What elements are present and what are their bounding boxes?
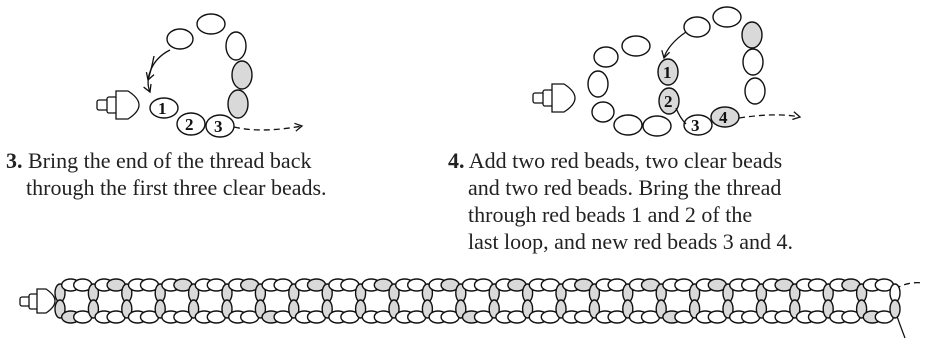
bead-clear bbox=[176, 112, 206, 136]
step3-line-2: through the first three clear beads. bbox=[26, 175, 327, 200]
bead-clear bbox=[196, 13, 226, 35]
bead-label-1: 1 bbox=[158, 99, 167, 118]
step4-diagram: 1 2 3 4 bbox=[532, 6, 802, 137]
bead-clear bbox=[149, 97, 179, 119]
clasp-icon bbox=[96, 90, 140, 120]
thread-dashed-arrow bbox=[738, 111, 802, 121]
clasp-icon bbox=[19, 288, 56, 314]
bead-red bbox=[741, 21, 763, 49]
bead-red bbox=[710, 106, 740, 128]
step4-line-2: and two red beads. Bring the thread bbox=[468, 175, 782, 200]
bead-clear bbox=[593, 46, 619, 68]
bead-clear bbox=[591, 101, 615, 123]
bead-label-2: 2 bbox=[185, 115, 194, 134]
bead-clear bbox=[683, 114, 713, 136]
clasp-icon bbox=[532, 83, 576, 113]
step3-line-1: Bring the end of the thread back bbox=[28, 148, 312, 173]
bead-clear bbox=[225, 31, 247, 61]
bead-clear bbox=[166, 28, 194, 50]
bead-label-4: 4 bbox=[719, 108, 728, 127]
bead-clear bbox=[205, 114, 235, 138]
bead-clear bbox=[613, 114, 643, 136]
thread-arrow bbox=[143, 49, 171, 94]
bracelet-chain bbox=[19, 278, 923, 339]
step4-instruction: 4. Add two red beads, two clear beads an… bbox=[448, 147, 793, 255]
step4-line-4: last loop, and new red beads 3 and 4. bbox=[468, 229, 794, 254]
bead-red bbox=[889, 299, 901, 319]
step4-line-1: Add two red beads, two clear beads bbox=[468, 148, 783, 173]
bead-label-3: 3 bbox=[214, 117, 223, 136]
thread-dashed-arrow bbox=[233, 122, 304, 132]
bead-clear bbox=[621, 35, 651, 57]
step4-line-3: through red beads 1 and 2 of the bbox=[468, 202, 753, 227]
bead-clear bbox=[742, 48, 764, 76]
bead-clear bbox=[642, 115, 672, 137]
step3-diagram: 1 2 3 bbox=[96, 13, 304, 138]
bead-clear bbox=[683, 16, 711, 38]
bead-red bbox=[658, 87, 680, 115]
bead-label-1: 1 bbox=[663, 63, 672, 82]
bead-red bbox=[231, 60, 253, 90]
bead-clear bbox=[744, 77, 766, 105]
thread-arrow bbox=[661, 31, 687, 60]
step3-number: 3. bbox=[6, 148, 23, 173]
bead-red bbox=[227, 89, 249, 119]
bead-label-2: 2 bbox=[664, 92, 673, 111]
thread-segment bbox=[675, 107, 687, 125]
bead-clear bbox=[587, 70, 609, 98]
step4-number: 4. bbox=[448, 148, 465, 173]
bead-clear bbox=[712, 6, 742, 28]
bead-label-3: 3 bbox=[691, 116, 700, 135]
step3-instruction: 3. Bring the end of the thread back thro… bbox=[6, 147, 327, 201]
